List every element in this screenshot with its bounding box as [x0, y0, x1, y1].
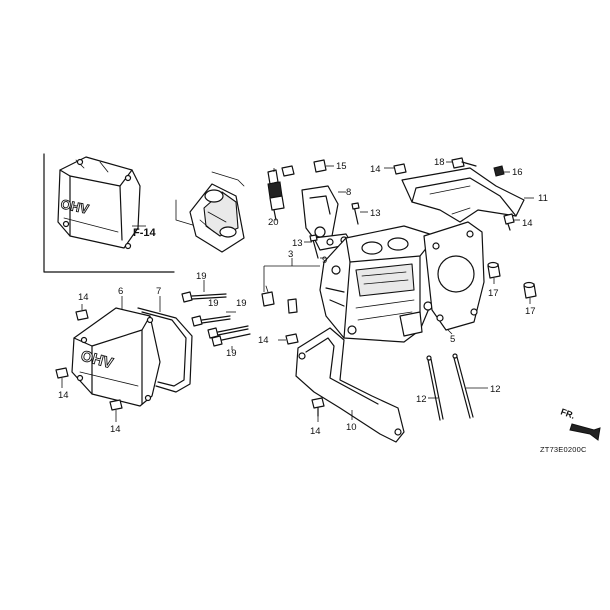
- callout-12-left: 12: [416, 394, 427, 405]
- callout-6: 6: [118, 286, 123, 297]
- callout-20: 20: [268, 217, 279, 228]
- head-cover: OHV: [71, 296, 161, 407]
- callout-8: 8: [346, 187, 351, 198]
- bolt-14-cover-bottom: [109, 399, 123, 422]
- callout-19-c: 19: [236, 298, 247, 309]
- nut-15: [313, 159, 334, 173]
- callout-14-top: 14: [370, 164, 381, 175]
- bolt-14-cover-left: [55, 367, 69, 388]
- callout-17-a: 17: [488, 288, 499, 299]
- callout-13-lower: 13: [292, 238, 303, 249]
- bolts-19: [181, 280, 251, 350]
- inset-box-cover-reference: OHV F-14: [43, 153, 175, 273]
- callout-3: 3: [288, 249, 293, 260]
- intake-pipe-assembly: [175, 171, 245, 253]
- callout-15: 15: [336, 161, 347, 172]
- nut-top-left: [281, 165, 295, 177]
- callout-14-cover-top: 14: [78, 292, 89, 303]
- callout-19-b: 19: [208, 298, 219, 309]
- callout-14-plate-left: 14: [258, 335, 269, 346]
- callout-14-cover-bottom: 14: [110, 424, 121, 435]
- cylinder-head: [319, 225, 441, 343]
- callout-13-upper: 13: [370, 208, 381, 219]
- callout-12-right: 12: [490, 384, 501, 395]
- head-cover-gasket: [137, 296, 193, 393]
- callout-7: 7: [156, 286, 161, 297]
- bolt-14-plate-bottom: [311, 397, 325, 422]
- head-gasket: [423, 221, 485, 335]
- inset-reference-label: F-14: [133, 227, 157, 239]
- rocker-arm-pivot-assembly: [301, 185, 353, 251]
- muffler-protector: [401, 167, 534, 223]
- dowel-pin-17-far: [523, 281, 537, 304]
- drawing-code: ZT73E0200C: [540, 445, 587, 454]
- front-direction-arrow: FR.: [559, 406, 601, 441]
- callout-14-right: 14: [522, 218, 533, 229]
- callout-19-d: 19: [226, 348, 237, 359]
- guide-plate: [295, 327, 405, 443]
- callout-14-cover-left: 14: [58, 390, 69, 401]
- callout-17-b: 17: [525, 306, 536, 317]
- callout-18: 18: [434, 157, 445, 168]
- spark-plug: [267, 168, 285, 221]
- direction-label: FR.: [559, 406, 576, 420]
- dowel-pin-17-right: [487, 261, 501, 284]
- nut-16: [493, 165, 510, 177]
- push-rods: [426, 353, 488, 421]
- callout-10: 10: [346, 422, 357, 433]
- bolt-14-shield-top: [384, 163, 407, 175]
- valve-keepers: [261, 285, 298, 314]
- bolt-14-cover-top: [75, 304, 89, 321]
- bolt-18: [446, 157, 477, 169]
- callout-11: 11: [538, 193, 548, 204]
- callout-9: 9: [322, 255, 327, 266]
- callout-3-bracket: [263, 258, 320, 292]
- bolt-14-plate-left: [278, 333, 299, 345]
- callout-14-plate-bottom: 14: [310, 426, 321, 437]
- callout-19-a: 19: [196, 271, 207, 282]
- callout-5: 5: [450, 334, 455, 345]
- bolt-14-shield-right: [503, 213, 520, 231]
- inset-cover-lettering: OHV: [59, 196, 90, 217]
- callout-16: 16: [512, 167, 523, 178]
- stud-bolts-13: [304, 202, 368, 259]
